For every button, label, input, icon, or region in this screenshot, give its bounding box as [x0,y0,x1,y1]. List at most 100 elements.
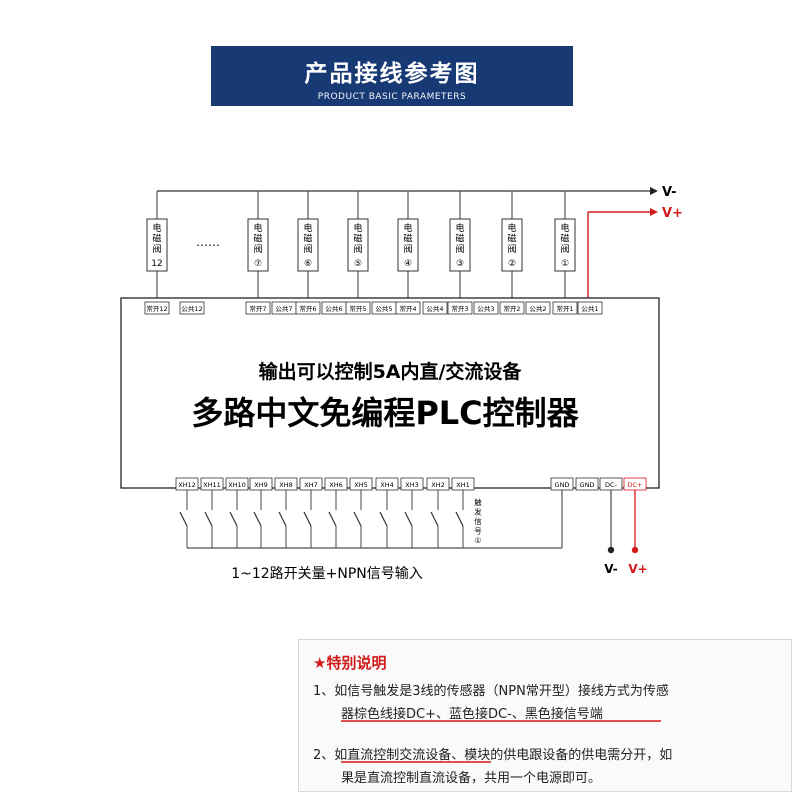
solenoid-valve-box [501,218,523,272]
output-terminal-label: 常开5 [349,304,366,313]
output-terminal [499,301,525,315]
header-banner: 产品接线参考图 PRODUCT BASIC PARAMETERS [211,46,573,106]
power-terminal-label: GND [580,481,595,489]
solenoid-valve-box [347,218,369,272]
valve-number: ⑦ [254,259,262,269]
valve-label-char: 电 [253,222,262,234]
output-terminal-label: 公共12 [181,304,202,313]
note-item-2-line-1: 2、如直流控制交流设备、模块的供电跟设备的供电需分开，如 [313,748,673,763]
valve-label-char: 电 [152,222,161,234]
valve-label-char: 磁 [403,233,412,245]
output-terminal-label: 常开4 [399,304,416,313]
output-terminal [144,301,170,315]
output-terminal [525,301,551,315]
input-terminal [375,477,399,491]
output-terminal-label: 公共4 [426,304,443,313]
input-terminal [249,477,273,491]
output-terminal-label: 常开1 [556,304,573,313]
note-underlines [341,720,661,763]
valve-label-char: 阀 [403,244,412,255]
solenoid-valve-box [146,218,168,272]
switch-contact [204,511,213,527]
power-terminal [623,477,647,491]
controller-line-2: 多路中文免编程PLC控制器 [191,394,579,432]
input-terminal-label: XH10 [228,481,246,489]
trigger-label-char: 号 [474,527,482,536]
power-terminal [550,477,574,491]
output-terminal-label: 常开3 [451,304,468,313]
valve-label-char: 电 [353,222,362,234]
valve-label-char: 磁 [507,233,516,245]
switch-contact [303,511,312,527]
dc-minus-end [607,546,615,554]
output-terminal-label: 常开2 [503,304,520,313]
output-terminal-label: 公共2 [529,304,546,313]
plc-controller-box [120,297,660,489]
valve-number: ④ [404,259,412,269]
header-subtitle: PRODUCT BASIC PARAMETERS [317,92,467,102]
input-terminal [175,477,199,491]
valve-number: ③ [456,259,464,269]
note-item-1-line-1: 1、如信号触发是3线的传感器（NPN常开型）接线方式为传感 [313,684,669,699]
switch-contact [179,511,188,527]
input-terminal-label: XH2 [431,481,444,489]
solenoid-valve-box [297,218,319,272]
valve-label-char: 磁 [253,233,262,245]
valve-number: ⑤ [354,259,362,269]
switch-contact [404,511,413,527]
input-terminal-label: XH11 [203,481,221,489]
solenoid-valve-box [247,218,269,272]
valve-number: ⑥ [304,259,312,269]
output-terminal [345,301,371,315]
trigger-label-char: ① [475,536,482,545]
input-terminal [400,477,424,491]
switch-contact [379,511,388,527]
trigger-label-char: 触 [474,497,482,507]
output-terminal-label: 公共3 [477,304,494,313]
switch-contact [253,511,262,527]
input-terminal [225,477,249,491]
power-terminal-label: DC+ [628,481,643,489]
special-note-panel: ★特别说明 1、如信号触发是3线的传感器（NPN常开型）接线方式为传感 器棕色线… [298,639,792,792]
trigger-label-char: 发 [474,507,482,517]
switch-contact [430,511,439,527]
switch-contact [229,511,238,527]
output-terminal-label: 常开7 [249,304,266,313]
switch-contact [455,511,464,527]
input-terminal [324,477,348,491]
header-title: 产品接线参考图 [304,61,480,87]
note-title: ★特别说明 [313,654,387,672]
note-item-2-line-2: 果是直流控制直流设备，共用一个电源即可。 [341,771,602,786]
valve-label-char: 磁 [303,233,312,245]
note-item-1-line-2: 器棕色线接DC+、蓝色接DC-、黑色接信号端 [341,707,603,722]
input-terminal-label: XH1 [456,481,469,489]
output-terminal [395,301,421,315]
input-terminal-label: XH3 [405,481,418,489]
valve-label-char: 电 [303,222,312,234]
valve-label-char: 阀 [455,244,464,255]
solenoid-valve-box [449,218,471,272]
input-terminal-label: XH8 [279,481,292,489]
trigger-label-char: 信 [474,516,482,526]
vplus-rail-label: V+ [662,206,683,221]
input-terminal [349,477,373,491]
valve-label-char: 磁 [152,233,161,245]
switch-contact [278,511,287,527]
switch-contact [328,511,337,527]
valve-label-char: 阀 [353,244,362,255]
valve-label-char: 磁 [353,233,362,245]
output-terminal [179,301,205,315]
solenoid-valve-box [397,218,419,272]
valve-label-char: 阀 [152,244,161,255]
output-terminal [447,301,473,315]
solenoid-valve-box [554,218,576,272]
input-terminal [200,477,224,491]
input-terminal [274,477,298,491]
output-terminal [577,301,603,315]
input-terminal-label: XH12 [178,481,196,489]
output-terminal [422,301,448,315]
dc-plus-end [631,546,639,554]
output-terminal-label: 公共1 [581,304,598,313]
output-terminal-label: 公共5 [375,304,392,313]
output-terminal [473,301,499,315]
